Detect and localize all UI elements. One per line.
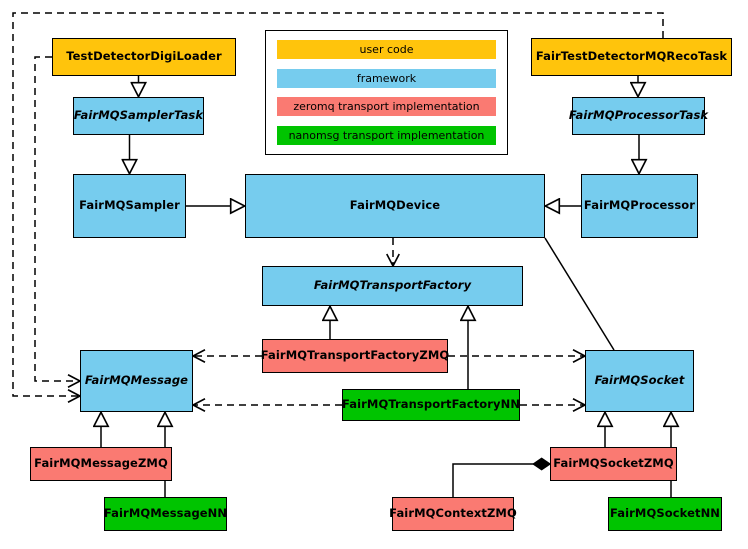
class-node-fairmqcontextzmq[interactable]: FairMQContextZMQ xyxy=(389,497,517,531)
class-node-fairmqsamplertask[interactable]: FairMQSamplerTask xyxy=(73,97,204,135)
class-node-fairmqtransportfactorynn[interactable]: FairMQTransportFactoryNN xyxy=(342,389,520,421)
class-label: FairMQTransportFactory xyxy=(313,278,472,293)
class-label: FairMQSocketZMQ xyxy=(553,456,674,471)
class-node-fairtestdetectormqrecotask[interactable]: FairTestDetectorMQRecoTask xyxy=(531,38,732,76)
class-label: FairMQMessage xyxy=(84,373,189,388)
legend-row-zeromq: zeromq transport implementation xyxy=(277,97,496,117)
class-label: FairMQDevice xyxy=(349,198,441,213)
legend: user code framework zeromq transport imp… xyxy=(265,30,508,155)
class-label: FairMQSocket xyxy=(594,373,685,388)
legend-label-user-code: user code xyxy=(359,43,414,56)
legend-label-zeromq: zeromq transport implementation xyxy=(293,100,480,114)
class-label: FairMQProcessor xyxy=(583,198,696,213)
class-label: FairTestDetectorMQRecoTask xyxy=(535,49,728,64)
class-node-fairmqprocessor[interactable]: FairMQProcessor xyxy=(581,174,698,238)
class-node-fairmqsocketnn[interactable]: FairMQSocketNN xyxy=(608,497,722,531)
class-label: FairMQTransportFactoryNN xyxy=(341,397,521,412)
class-label: FairMQMessageZMQ xyxy=(34,456,168,471)
class-node-fairmqsampler[interactable]: FairMQSampler xyxy=(73,174,186,238)
class-node-fairmqprocessortask[interactable]: FairMQProcessorTask xyxy=(568,97,709,135)
class-node-fairmqmessagenn[interactable]: FairMQMessageNN xyxy=(104,497,227,531)
legend-row-nanomsg: nanomsg transport implementation xyxy=(277,125,496,145)
class-label: TestDetectorDigiLoader xyxy=(66,49,222,64)
edge-group-dashed xyxy=(12,12,664,412)
legend-row-user-code: user code xyxy=(277,40,496,59)
edge-digiloader-message xyxy=(34,56,82,388)
class-node-fairmqsocketzmq[interactable]: FairMQSocketZMQ xyxy=(550,447,677,481)
class-label: FairMQTransportFactoryZMQ xyxy=(260,348,450,363)
class-node-fairmqmessagezmq[interactable]: FairMQMessageZMQ xyxy=(30,447,172,481)
class-label: FairMQSocketNN xyxy=(609,506,721,521)
edge-contextzmq-socketzmq xyxy=(452,464,550,497)
class-label: FairMQMessageNN xyxy=(103,506,228,521)
class-label: FairMQSampler xyxy=(79,198,180,213)
class-label: FairMQContextZMQ xyxy=(389,506,517,521)
class-node-testdetectordigiloader[interactable]: TestDetectorDigiLoader xyxy=(52,38,236,76)
legend-label-nanomsg: nanomsg transport implementation xyxy=(288,128,485,142)
class-node-fairmqsocket[interactable]: FairMQSocket xyxy=(585,350,694,412)
class-label: FairMQSamplerTask xyxy=(73,108,204,123)
legend-row-framework: framework xyxy=(277,68,496,88)
edge-device-socket xyxy=(544,237,615,351)
edge-recotask-message xyxy=(12,12,664,403)
legend-label-framework: framework xyxy=(356,71,417,85)
class-node-fairmqdevice[interactable]: FairMQDevice xyxy=(245,174,545,238)
class-node-fairmqtransportfactoryzmq[interactable]: FairMQTransportFactoryZMQ xyxy=(260,339,450,373)
class-label: FairMQProcessorTask xyxy=(568,108,709,123)
class-node-fairmqtransportfactory[interactable]: FairMQTransportFactory xyxy=(262,266,523,306)
class-node-fairmqmessage[interactable]: FairMQMessage xyxy=(80,350,193,412)
